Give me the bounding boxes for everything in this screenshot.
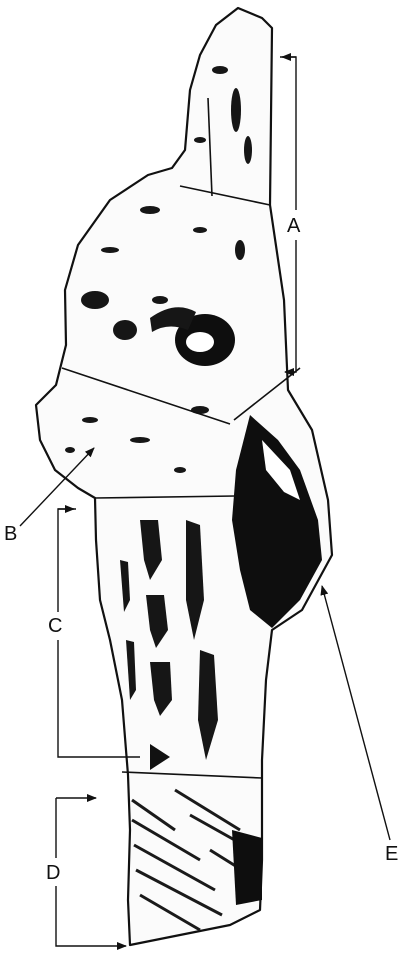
- label-c: C: [48, 615, 62, 637]
- section-d-bracket: [56, 798, 126, 946]
- label-e: E: [385, 843, 398, 865]
- label-d: D: [46, 862, 60, 884]
- label-a: A: [287, 215, 301, 237]
- section-e-leader: [322, 586, 390, 840]
- label-b: B: [4, 523, 17, 545]
